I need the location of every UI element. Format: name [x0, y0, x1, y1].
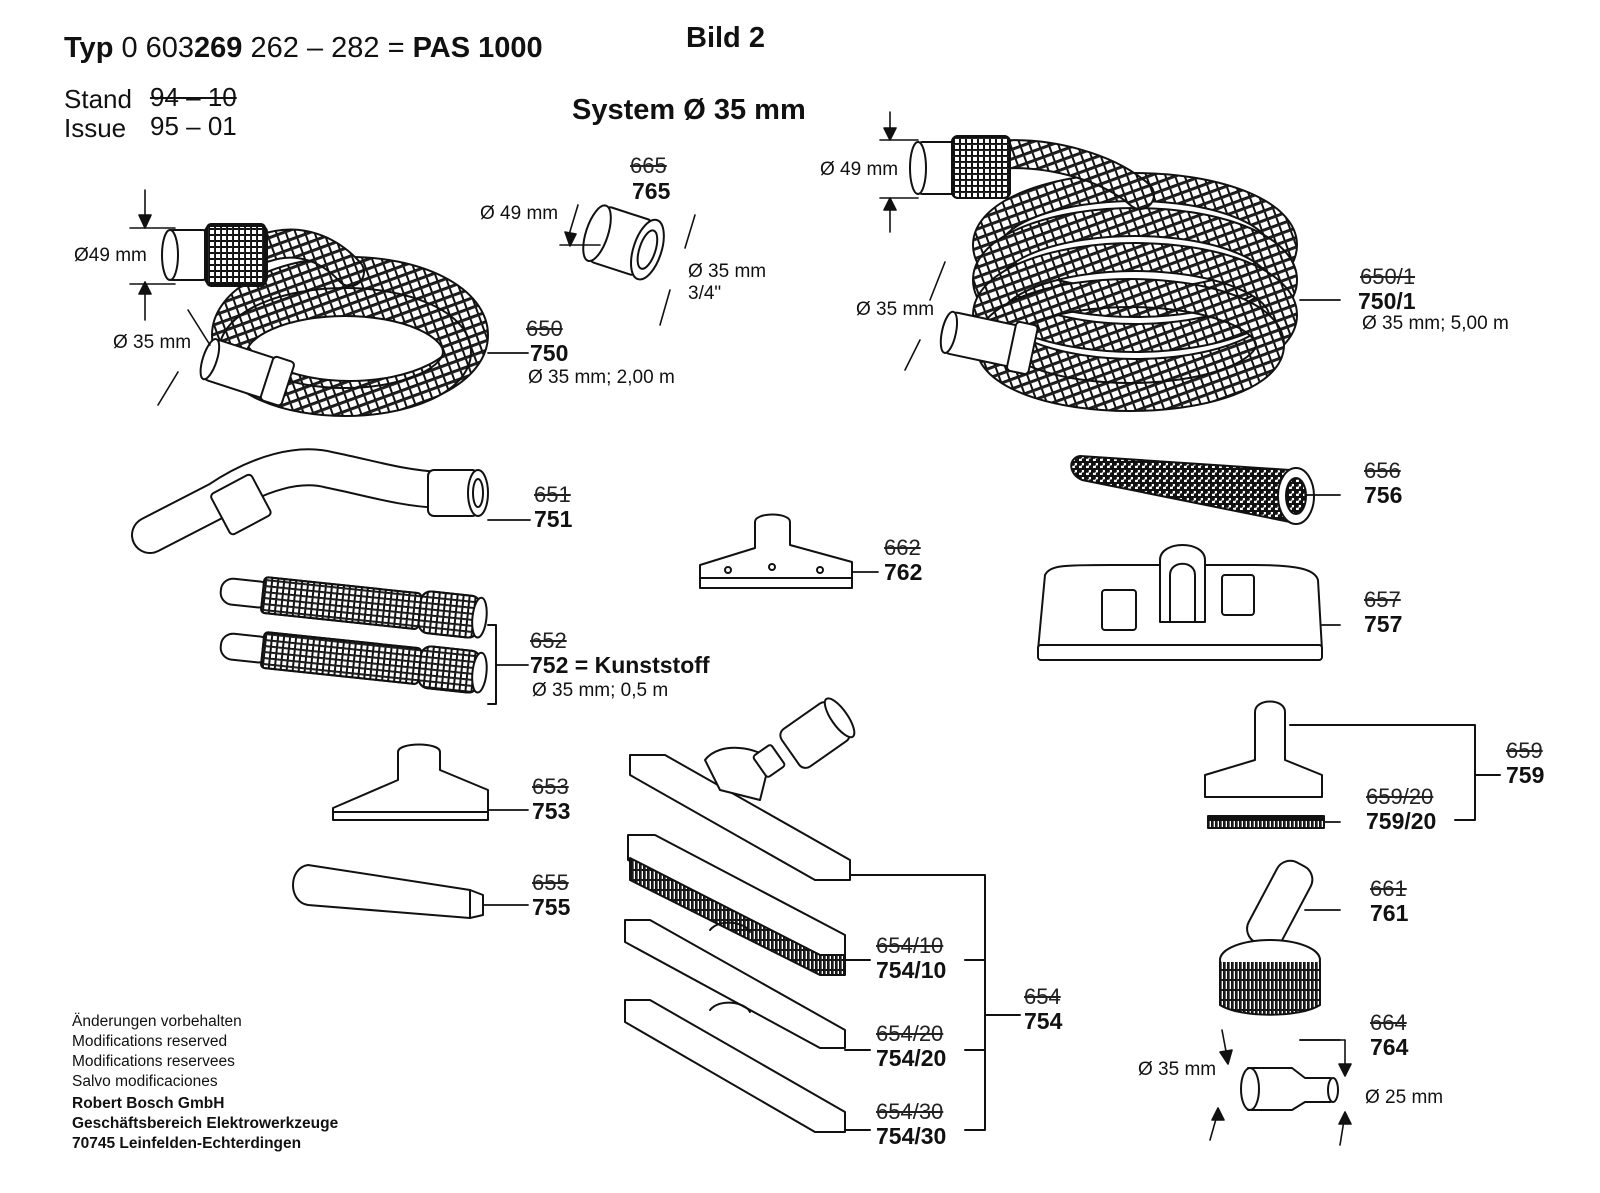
typ-range: 262 – 282 — [250, 32, 380, 64]
issue-label: Issue — [64, 113, 127, 143]
filter-sleeve-756-drawing — [1071, 456, 1314, 524]
part-75430-old: 654/30 — [876, 1099, 944, 1124]
part-752-row: 752 = Kunststoff — [530, 654, 710, 677]
part-75920-old: 659/20 — [1366, 784, 1434, 809]
crevice-nozzle-755-drawing — [293, 865, 483, 918]
part-75920-new: 759/20 — [1366, 808, 1437, 834]
part-750-new: 750 — [530, 340, 569, 366]
dim-765-thread: 3/4" — [688, 283, 722, 304]
typ-bold: 269 — [194, 32, 243, 64]
wet-dry-nozzle-754-drawing — [625, 694, 1020, 1132]
part-757-old: 657 — [1364, 587, 1401, 612]
typ-label: Typ — [64, 32, 114, 64]
part-755-new: 755 — [532, 894, 571, 920]
part-752-old: 652 — [530, 628, 567, 653]
elbow-751-drawing — [150, 467, 488, 535]
part-754-old: 654 — [1024, 984, 1061, 1009]
part-755-old: 655 — [532, 870, 569, 895]
brush-nozzle-759-drawing — [1205, 702, 1500, 829]
stand-label: Stand — [64, 84, 132, 114]
footer-line-3: Modifications reservees — [72, 1053, 235, 1070]
footer-address: 70745 Leinfelden-Echterdingen — [72, 1135, 302, 1152]
issue-value: 95 – 01 — [150, 111, 237, 141]
part-7501-spec: Ø 35 mm; 5,00 m — [1362, 313, 1509, 334]
reducer-764-drawing — [1241, 1068, 1338, 1110]
part-752-spec: Ø 35 mm; 0,5 m — [532, 680, 669, 701]
part-753-new: 753 — [532, 798, 571, 824]
part-751-old: 651 — [534, 482, 571, 507]
round-brush-761-drawing — [1220, 856, 1320, 1015]
dim-764-35: Ø 35 mm — [1138, 1059, 1217, 1080]
dimension-arrows — [130, 112, 1351, 1145]
dim-7501-49: Ø 49 mm — [820, 159, 899, 180]
footer-line-4: Salvo modificaciones — [72, 1073, 218, 1090]
part-75410-old: 654/10 — [876, 933, 944, 958]
part-7501-old: 650/1 — [1360, 264, 1416, 289]
part-752-new: 752 — [530, 652, 569, 678]
part-75430-new: 754/30 — [876, 1123, 947, 1149]
part-765-new: 765 — [632, 178, 671, 204]
part-759-new: 759 — [1506, 762, 1545, 788]
upholstery-nozzle-762-drawing — [700, 515, 852, 589]
system-title: System Ø 35 mm — [572, 94, 806, 126]
part-757-new: 757 — [1364, 611, 1403, 637]
part-765-old: 665 — [630, 153, 667, 178]
typ-prefix: 0 603 — [121, 32, 195, 64]
model-name: PAS 1000 — [412, 32, 543, 64]
adapter-765-drawing — [577, 200, 670, 283]
footer-division: Geschäftsbereich Elektrowerkzeuge — [72, 1115, 339, 1132]
stand-value: 94 – 10 — [150, 82, 237, 112]
dim-7501-35: Ø 35 mm — [856, 299, 935, 320]
part-762-old: 662 — [884, 535, 921, 560]
part-751-new: 751 — [534, 506, 573, 532]
footer-line-2: Modifications reserved — [72, 1033, 228, 1050]
leader-lines — [483, 300, 1340, 1040]
part-764-new: 764 — [1370, 1034, 1409, 1060]
type-number: Typ 0 603269 262 – 282 = PAS 1000 — [64, 34, 543, 63]
extension-tubes-752-drawing — [219, 570, 496, 704]
footer-line-1: Änderungen vorbehalten — [72, 1013, 242, 1030]
part-75420-old: 654/20 — [876, 1021, 944, 1046]
part-754-new: 754 — [1024, 1008, 1063, 1034]
dim-750-35: Ø 35 mm — [113, 332, 192, 353]
part-752-suffix: = Kunststoff — [574, 652, 710, 678]
hose-750-drawing — [162, 224, 472, 406]
hose-750-1-drawing — [910, 136, 1283, 397]
part-764-old: 664 — [1370, 1010, 1407, 1035]
floor-nozzle-757-drawing — [1038, 545, 1322, 660]
part-761-old: 661 — [1370, 876, 1407, 901]
small-nozzle-753-drawing — [333, 745, 488, 821]
part-7501-new: 750/1 — [1358, 288, 1416, 314]
typ-equals: = — [387, 32, 405, 64]
part-75410-new: 754/10 — [876, 957, 947, 983]
part-750-old: 650 — [526, 316, 563, 341]
part-756-new: 756 — [1364, 482, 1403, 508]
footer-company: Robert Bosch GmbH — [72, 1095, 225, 1112]
part-750-spec: Ø 35 mm; 2,00 m — [528, 367, 675, 388]
figure-label: Bild 2 — [686, 22, 765, 54]
part-761-new: 761 — [1370, 900, 1409, 926]
dim-765-49: Ø 49 mm — [480, 203, 559, 224]
part-756-old: 656 — [1364, 458, 1401, 483]
part-75420-new: 754/20 — [876, 1045, 947, 1071]
part-759-old: 659 — [1506, 738, 1543, 763]
part-753-old: 653 — [532, 774, 569, 799]
dim-764-25: Ø 25 mm — [1365, 1087, 1444, 1108]
dim-765-35: Ø 35 mm — [688, 261, 767, 282]
part-762-new: 762 — [884, 559, 923, 585]
dim-750-49: Ø49 mm — [74, 245, 147, 266]
